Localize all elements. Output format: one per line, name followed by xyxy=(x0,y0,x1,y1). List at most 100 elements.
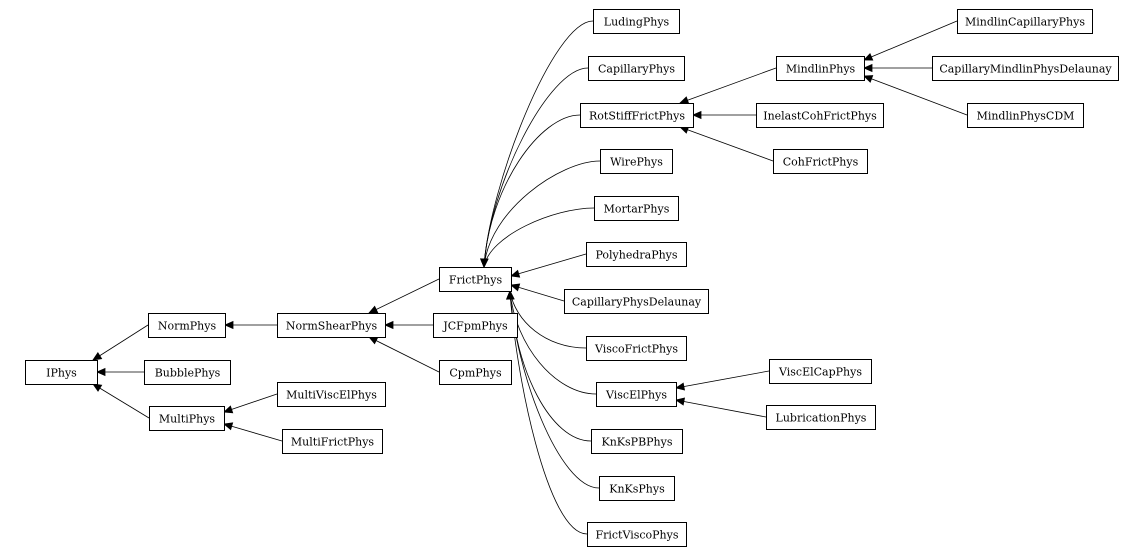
arrowhead-mortar-phys-to-frict-phys xyxy=(480,258,489,268)
node-label: MindlinPhys xyxy=(786,63,856,76)
node-box xyxy=(593,9,680,34)
node-box xyxy=(277,313,386,338)
node-multi-frict-phys[interactable]: MultiFrictPhys xyxy=(282,429,383,454)
edge-wire-phys-to-frict-phys xyxy=(483,160,601,268)
edge-frict-visco-phys-to-frict-phys xyxy=(509,290,588,535)
node-label: MindlinCapillaryPhys xyxy=(965,16,1085,29)
node-box xyxy=(766,405,876,430)
node-luding-phys[interactable]: LudingPhys xyxy=(593,9,680,34)
node-coh-frict-phys[interactable]: CohFrictPhys xyxy=(773,149,868,174)
node-capillary-phys[interactable]: CapillaryPhys xyxy=(588,56,685,81)
node-iphys[interactable]: IPhys xyxy=(25,360,98,385)
node-label: MultiFrictPhys xyxy=(291,436,374,449)
edge-mindlin-phys-cdm-to-mindlin-phys xyxy=(863,75,968,116)
node-jcfpm-phys[interactable]: JCFpmPhys xyxy=(433,313,518,338)
edge-visc-el-cap-phys-to-visc-el-phys xyxy=(675,370,770,389)
node-box xyxy=(594,196,679,221)
node-box xyxy=(433,313,518,338)
node-kn-ks-phys[interactable]: KnKsPhys xyxy=(599,476,675,501)
node-mortar-phys[interactable]: MortarPhys xyxy=(594,196,679,221)
node-box xyxy=(282,429,383,454)
node-norm-phys[interactable]: NormPhys xyxy=(148,313,226,338)
node-box xyxy=(967,103,1084,128)
edge-visc-el-phys-to-frict-phys xyxy=(509,290,597,395)
node-frict-phys[interactable]: FrictPhys xyxy=(439,267,512,292)
node-visc-el-cap-phys[interactable]: ViscElCapPhys xyxy=(769,359,872,384)
arrowhead-norm-phys-to-iphys xyxy=(92,352,103,361)
node-label: NormShearPhys xyxy=(286,320,378,333)
arrowhead-cpm-phys-to-norm-shear-phys xyxy=(368,336,379,345)
node-label: NormPhys xyxy=(158,320,217,333)
node-box xyxy=(587,522,687,547)
node-box xyxy=(957,9,1093,34)
arrowhead-jcfpm-phys-to-norm-shear-phys xyxy=(384,320,394,330)
arrowhead-inelast-coh-frict-phys-to-rot-stiff-frict-phys xyxy=(692,110,702,120)
edge-luding-phys-to-frict-phys xyxy=(483,20,594,268)
arrowhead-multi-phys-to-iphys xyxy=(92,383,103,392)
node-box xyxy=(756,103,884,128)
node-label: KnKsPhys xyxy=(609,483,665,496)
arrowhead-polyhedra-phys-to-frict-phys xyxy=(510,269,521,278)
node-polyhedra-phys[interactable]: PolyhedraPhys xyxy=(586,242,687,267)
node-box xyxy=(773,149,868,174)
node-lubrication-phys[interactable]: LubricationPhys xyxy=(766,405,876,430)
node-cpm-phys[interactable]: CpmPhys xyxy=(439,360,512,385)
node-label: LudingPhys xyxy=(604,16,670,29)
arrowhead-multi-frict-phys-to-multi-phys xyxy=(223,422,234,431)
node-label: KnKsPBPhys xyxy=(602,436,673,449)
arrowhead-capillary-mindlin-phys-delaunay-to-mindlin-phys xyxy=(863,63,873,73)
node-capillary-mindlin-phys-delaunay[interactable]: CapillaryMindlinPhysDelaunay xyxy=(932,56,1119,81)
arrowhead-frict-phys-to-norm-shear-phys xyxy=(368,305,379,314)
edge-mindlin-phys-to-rot-stiff-frict-phys xyxy=(679,67,777,104)
arrowhead-frict-visco-phys-to-frict-phys xyxy=(506,290,515,300)
node-multi-visc-el-phys[interactable]: MultiViscElPhys xyxy=(277,382,386,407)
node-label: LubricationPhys xyxy=(776,412,867,425)
node-box xyxy=(564,289,709,314)
node-label: MortarPhys xyxy=(604,203,670,216)
node-label: CapillaryMindlinPhysDelaunay xyxy=(939,63,1112,76)
node-frict-visco-phys[interactable]: FrictViscoPhys xyxy=(587,522,687,547)
edge-rot-stiff-frict-phys-to-frict-phys xyxy=(483,114,581,268)
node-visco-frict-phys[interactable]: ViscoFrictPhys xyxy=(586,336,687,361)
node-inelast-coh-frict-phys[interactable]: InelastCohFrictPhys xyxy=(756,103,884,128)
node-mindlin-phys-cdm[interactable]: MindlinPhysCDM xyxy=(967,103,1084,128)
node-bubble-phys[interactable]: BubblePhys xyxy=(144,360,231,385)
edges-layer xyxy=(92,20,968,535)
arrowhead-bubble-phys-to-iphys xyxy=(96,367,106,377)
node-label: RotStiffFrictPhys xyxy=(589,110,685,123)
node-kn-ks-pbphys[interactable]: KnKsPBPhys xyxy=(591,429,683,454)
edge-coh-frict-phys-to-rot-stiff-frict-phys xyxy=(679,126,774,162)
node-label: MultiViscElPhys xyxy=(286,389,377,402)
node-label: CapillaryPhys xyxy=(598,63,675,76)
node-wire-phys[interactable]: WirePhys xyxy=(600,149,673,174)
edge-multi-visc-el-phys-to-multi-phys xyxy=(223,393,278,413)
node-box xyxy=(144,360,231,385)
node-visc-el-phys[interactable]: ViscElPhys xyxy=(596,382,677,407)
edge-norm-phys-to-iphys xyxy=(92,324,149,361)
node-box xyxy=(439,360,512,385)
node-box xyxy=(25,360,98,385)
arrowhead-multi-visc-el-phys-to-multi-phys xyxy=(223,405,234,414)
node-capillary-phys-delaunay[interactable]: CapillaryPhysDelaunay xyxy=(564,289,709,314)
arrowhead-mindlin-capillary-phys-to-mindlin-phys xyxy=(863,52,874,61)
node-box xyxy=(591,429,683,454)
node-label: MultiPhys xyxy=(159,413,216,426)
node-rot-stiff-frict-phys[interactable]: RotStiffFrictPhys xyxy=(580,103,694,128)
node-box xyxy=(148,313,226,338)
node-box xyxy=(580,103,694,128)
node-label: IPhys xyxy=(46,367,77,380)
node-box xyxy=(586,242,687,267)
edge-multi-phys-to-iphys xyxy=(92,383,150,419)
node-label: FrictViscoPhys xyxy=(595,529,678,542)
node-mindlin-phys[interactable]: MindlinPhys xyxy=(776,56,865,81)
node-mindlin-capillary-phys[interactable]: MindlinCapillaryPhys xyxy=(957,9,1093,34)
arrowhead-capillary-phys-delaunay-to-frict-phys xyxy=(510,283,521,292)
node-label: InelastCohFrictPhys xyxy=(763,110,877,123)
node-label: FrictPhys xyxy=(449,274,503,287)
node-multi-phys[interactable]: MultiPhys xyxy=(149,406,225,431)
node-label: CpmPhys xyxy=(449,367,502,380)
edge-mindlin-capillary-phys-to-mindlin-phys xyxy=(863,20,958,61)
node-norm-shear-phys[interactable]: NormShearPhys xyxy=(277,313,386,338)
